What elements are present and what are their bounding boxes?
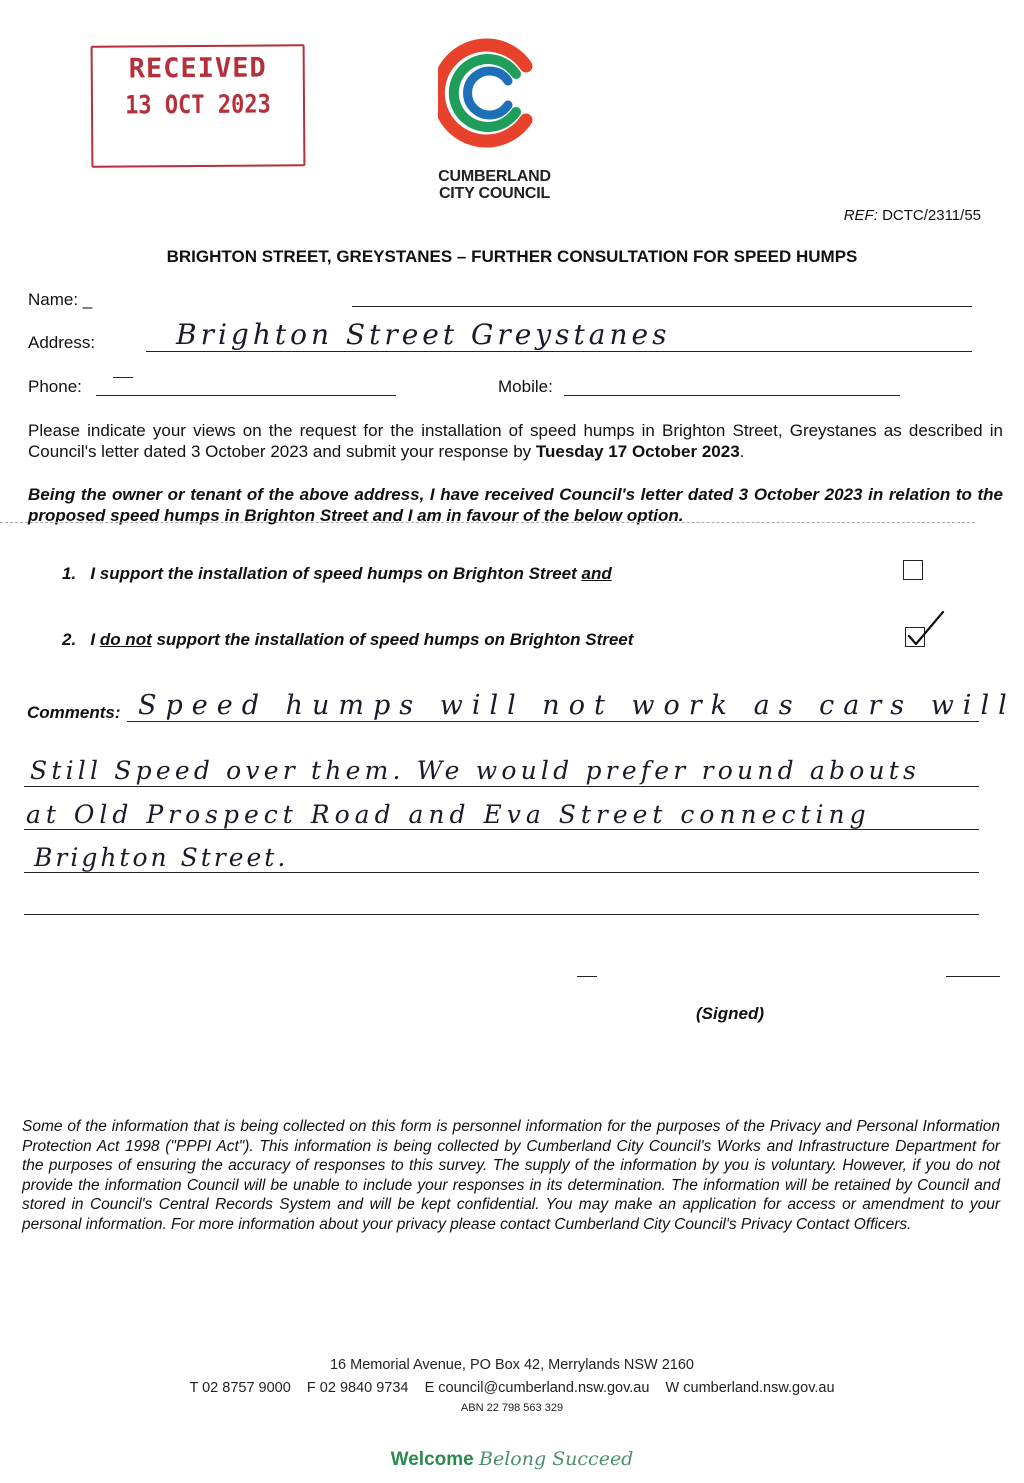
instructions: Please indicate your views on the reques… bbox=[28, 420, 1003, 462]
comment-handwritten-4: Brighton Street. bbox=[34, 843, 289, 872]
comment-handwritten-3: at Old Prospect Road and Eva Street conn… bbox=[26, 800, 871, 829]
received-stamp: RECEIVED 13 OCT 2023 bbox=[90, 44, 306, 168]
checkmark-icon bbox=[907, 610, 945, 646]
comment-handwritten-2: Still Speed over them. We would prefer r… bbox=[30, 756, 921, 785]
option-2-checkbox[interactable] bbox=[905, 627, 925, 647]
option-2-underlined: do not bbox=[99, 630, 152, 649]
option-2-number: 2. bbox=[62, 630, 77, 649]
comment-line-1[interactable] bbox=[127, 721, 979, 722]
mobile-line[interactable] bbox=[564, 395, 900, 396]
comment-line-2[interactable] bbox=[24, 786, 979, 787]
deadline: Tuesday 17 October 2023 bbox=[535, 442, 740, 461]
footer-address: 16 Memorial Avenue, PO Box 42, Merryland… bbox=[329, 1357, 694, 1373]
footer-contacts: T 02 8757 9000 F 02 9840 9734 E council@… bbox=[189, 1380, 835, 1396]
tagline-welcome: Welcome bbox=[390, 1449, 474, 1470]
stamp-date: 13 OCT 2023 bbox=[125, 90, 271, 121]
mobile-label: Mobile: bbox=[498, 377, 553, 396]
comment-line-3[interactable] bbox=[24, 829, 979, 830]
declaration: Being the owner or tenant of the above a… bbox=[28, 485, 1003, 525]
comment-handwritten-1: Speed humps will not work as cars will bbox=[138, 690, 1016, 721]
option-1-checkbox[interactable] bbox=[903, 560, 923, 580]
footer-abn: ABN 22 798 563 329 bbox=[460, 1402, 564, 1414]
signed-label: (Signed) bbox=[696, 1004, 764, 1023]
council-name: CUMBERLAND CITY COUNCIL bbox=[412, 168, 577, 202]
option-1-underlined: and bbox=[581, 564, 612, 583]
comment-line-5[interactable] bbox=[24, 914, 979, 915]
privacy-notice: Some of the information that is being co… bbox=[22, 1118, 1000, 1233]
tagline-rest: Belong Succeed bbox=[479, 1448, 634, 1470]
option-2-text-post: support the installation of speed humps … bbox=[151, 630, 634, 649]
option-1: 1. I support the installation of speed h… bbox=[62, 564, 612, 584]
stamp-title: RECEIVED bbox=[128, 52, 267, 85]
phone-line[interactable] bbox=[96, 395, 396, 396]
option-2-text-pre: I bbox=[90, 630, 100, 649]
comments-label: Comments: bbox=[27, 703, 121, 722]
comment-line-4[interactable] bbox=[24, 872, 979, 873]
address-label: Address: bbox=[28, 333, 96, 352]
tagline: Welcome Belong Succeed bbox=[0, 1448, 1024, 1471]
instructions-text: Please indicate your views on the reques… bbox=[28, 421, 1003, 461]
signature-dash-right bbox=[946, 976, 1000, 977]
declaration-rule bbox=[0, 522, 975, 523]
address-line[interactable] bbox=[146, 351, 972, 352]
phone-label: Phone: bbox=[28, 377, 82, 396]
council-logo-icon bbox=[438, 38, 533, 148]
name-line[interactable] bbox=[352, 306, 972, 307]
ref-prefix: REF: bbox=[843, 207, 878, 224]
option-1-text: I support the installation of speed hump… bbox=[90, 564, 582, 583]
page-title: BRIGHTON STREET, GREYSTANES – FURTHER CO… bbox=[166, 247, 858, 266]
reference: REF: DCTC/2311/55 bbox=[844, 207, 981, 224]
address-handwritten: Brighton Street Greystanes bbox=[176, 318, 671, 351]
name-label: Name: _ bbox=[28, 290, 93, 309]
instructions-end: . bbox=[739, 442, 745, 461]
ref-code: DCTC/2311/55 bbox=[882, 207, 981, 224]
council-name-line2: CITY COUNCIL bbox=[438, 185, 551, 202]
signature-dash-left bbox=[577, 976, 597, 977]
option-2: 2. I do not support the installation of … bbox=[62, 630, 633, 650]
phone-dash bbox=[113, 377, 133, 378]
council-name-line1: CUMBERLAND bbox=[438, 168, 551, 185]
option-1-number: 1. bbox=[62, 564, 77, 583]
